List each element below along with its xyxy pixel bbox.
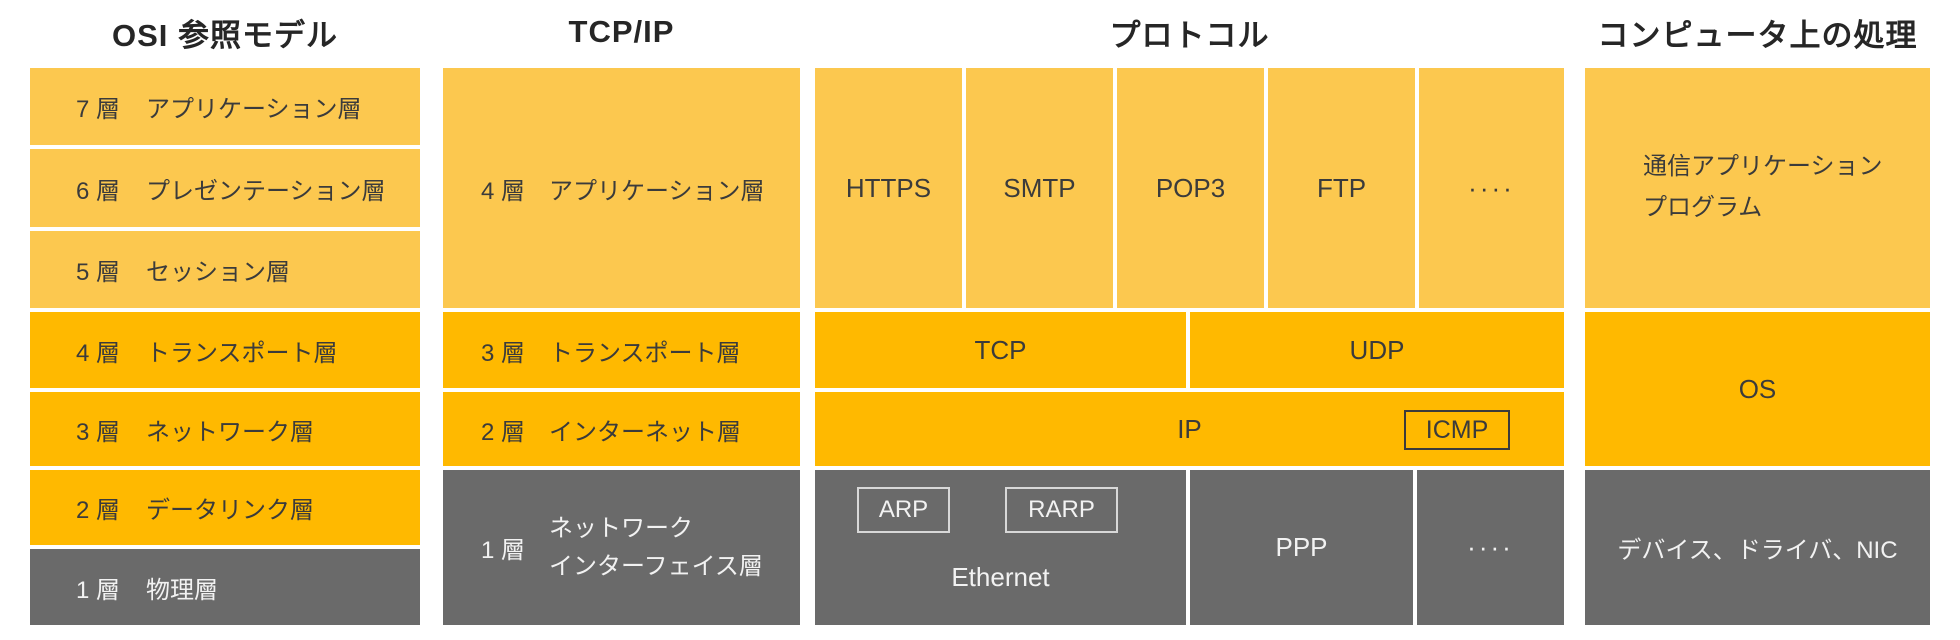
- computer-title: コンピュータ上の処理: [1597, 17, 1918, 53]
- osi-layer-7: 7 層アプリケーション層: [30, 68, 420, 145]
- protocol-label: IP: [1177, 413, 1202, 444]
- osi-layer-2: 2 層データリンク層: [30, 470, 420, 545]
- protocol-https-cell: HTTPS: [815, 68, 962, 308]
- computer-app-label: 通信アプリケーション プログラム: [1643, 153, 1883, 221]
- ellipsis-label: ····: [1468, 172, 1515, 203]
- protocol-label: POP3: [1155, 172, 1226, 203]
- protocol-pop3-cell: POP3: [1117, 68, 1264, 308]
- protocol-label: ARP: [878, 496, 929, 523]
- icmp-box: ICMP: [1404, 410, 1510, 450]
- protocol-more-cell: ····: [1419, 68, 1564, 308]
- layer-number: 7 層: [76, 96, 121, 123]
- layer-number: 2 層: [76, 497, 121, 524]
- layer-number: 2 層: [481, 418, 526, 446]
- tcpip-layer-1: 1 層ネットワーク インターフェイス層: [443, 470, 800, 625]
- osi-layer-4: 4 層トランスポート層: [30, 312, 420, 388]
- ellipsis-label: ····: [1467, 532, 1514, 562]
- layer-number: 3 層: [76, 418, 121, 446]
- udp-cell: UDP: [1190, 312, 1564, 388]
- osi-layer-3: 3 層ネットワーク層: [30, 392, 420, 466]
- layer-number: 5 層: [76, 259, 121, 286]
- layer-name: トランスポート層: [549, 339, 741, 367]
- protocol-label: ICMP: [1425, 415, 1489, 444]
- device-label: デバイス、ドライバ、NIC: [1617, 537, 1898, 564]
- layer-number: 1 層: [76, 576, 121, 604]
- layer-name: プレゼンテーション層: [146, 177, 386, 205]
- layer-number: 1 層: [481, 537, 526, 564]
- ethernet-cell: ARP RARP Ethernet: [815, 470, 1186, 625]
- protocol-label: PPP: [1275, 532, 1328, 562]
- layer-number: 4 層: [481, 177, 526, 205]
- layer-name: アプリケーション層: [549, 177, 765, 205]
- tcpip-layer-3: 3 層トランスポート層: [443, 312, 800, 388]
- protocol-label: HTTPS: [845, 172, 932, 203]
- layer-name: 物理層: [146, 576, 219, 604]
- layer-name: データリンク層: [146, 497, 315, 524]
- osi-layer-6: 6 層プレゼンテーション層: [30, 149, 420, 227]
- rarp-box: RARP: [1005, 487, 1118, 533]
- protocols-title: プロトコル: [1109, 17, 1270, 53]
- ip-cell: IP ICMP: [815, 392, 1564, 466]
- protocol-smtp-cell: SMTP: [966, 68, 1113, 308]
- protocol-label: RARP: [1028, 496, 1095, 523]
- tcpip-layer-2: 2 層インターネット層: [443, 392, 800, 466]
- layer-name: アプリケーション層: [146, 96, 362, 123]
- tcp-cell: TCP: [815, 312, 1186, 388]
- protocol-label: UDP: [1349, 334, 1405, 365]
- layer-number: 3 層: [481, 339, 526, 367]
- layer-name: セッション層: [146, 259, 291, 286]
- layer-name: ネットワーク インターフェイス層: [549, 515, 763, 580]
- layer-number: 4 層: [76, 339, 121, 367]
- ethernet-label: Ethernet: [951, 561, 1050, 592]
- protocol-label: SMTP: [1003, 172, 1076, 203]
- protocol-label: TCP: [974, 334, 1027, 365]
- os-label: OS: [1738, 373, 1777, 404]
- layer-name: トランスポート層: [146, 339, 338, 367]
- tcpip-layer-4: 4 層アプリケーション層: [443, 68, 800, 308]
- arp-box: ARP: [857, 487, 950, 533]
- protocol-ftp-cell: FTP: [1268, 68, 1415, 308]
- link-more-cell: ····: [1417, 470, 1564, 625]
- layer-number: 6 層: [76, 177, 121, 205]
- osi-layer-1: 1 層物理層: [30, 549, 420, 625]
- computer-app-block: 通信アプリケーション プログラム: [1585, 68, 1930, 308]
- protocol-label: FTP: [1316, 172, 1367, 203]
- osi-title: OSI 参照モデル: [111, 17, 338, 53]
- os-block: OS: [1585, 312, 1930, 466]
- tcpip-title: TCP/IP: [568, 14, 675, 49]
- layer-name: ネットワーク層: [146, 418, 315, 446]
- device-block: デバイス、ドライバ、NIC: [1585, 470, 1930, 625]
- layer-name: インターネット層: [549, 418, 742, 446]
- osi-layer-5: 5 層セッション層: [30, 231, 420, 308]
- ppp-cell: PPP: [1190, 470, 1413, 625]
